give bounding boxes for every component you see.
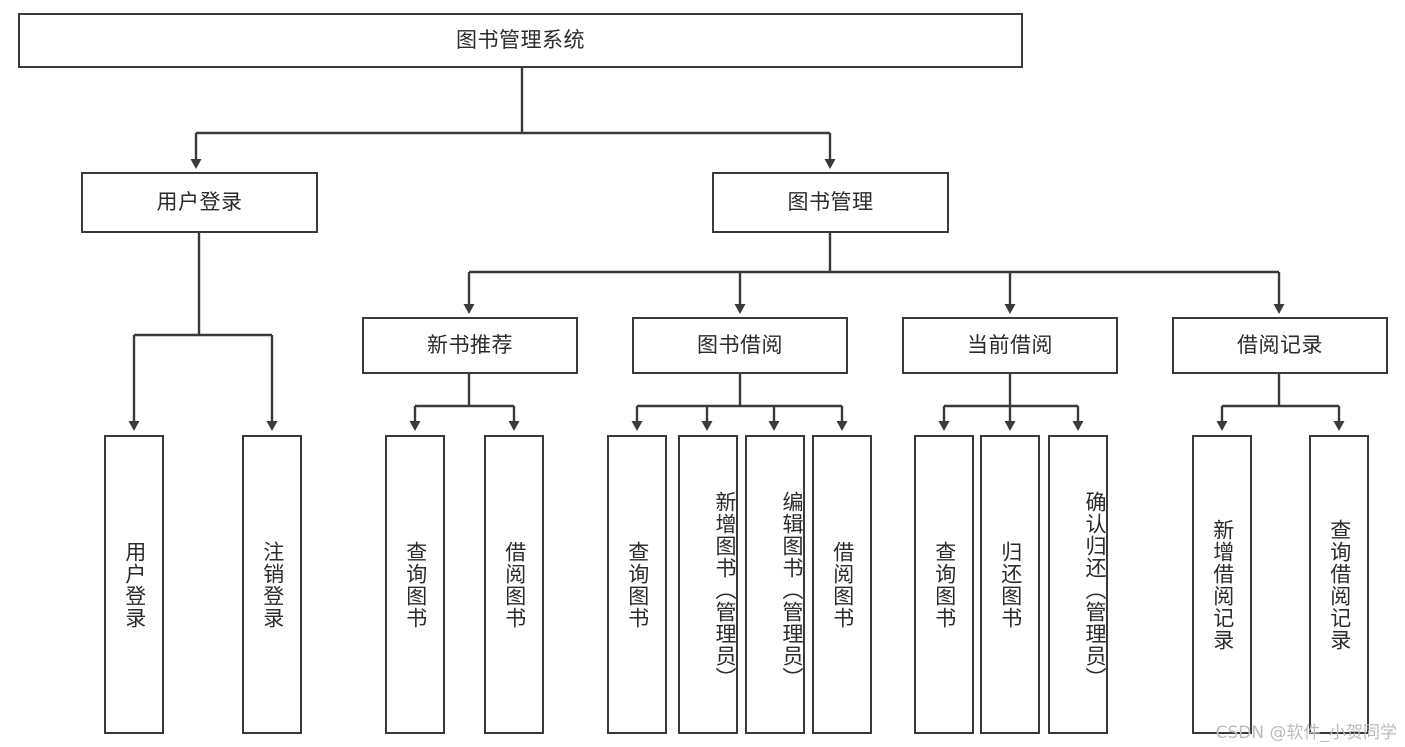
- leaf-records-add-record[interactable]: 新增借阅记录: [1192, 435, 1252, 734]
- node-borrow-records[interactable]: 借阅记录: [1172, 317, 1388, 374]
- leaf-new-book-query[interactable]: 查询图书: [385, 435, 445, 734]
- node-current-borrow[interactable]: 当前借阅: [902, 317, 1118, 374]
- leaf-records-query-record[interactable]: 查询借阅记录: [1309, 435, 1369, 734]
- leaf-borrow-edit-book-admin[interactable]: 编辑图书（管理员）: [745, 435, 805, 734]
- node-book-management[interactable]: 图书管理: [712, 172, 949, 233]
- node-root-system[interactable]: 图书管理系统: [18, 13, 1023, 68]
- leaf-borrow-query-book[interactable]: 查询图书: [607, 435, 667, 734]
- leaf-current-query-book[interactable]: 查询图书: [914, 435, 974, 734]
- node-new-book-recommend[interactable]: 新书推荐: [362, 317, 578, 374]
- leaf-current-return-book[interactable]: 归还图书: [980, 435, 1040, 734]
- leaf-new-book-borrow[interactable]: 借阅图书: [484, 435, 544, 734]
- leaf-borrow-add-book-admin[interactable]: 新增图书（管理员）: [678, 435, 738, 734]
- leaf-current-confirm-return-admin[interactable]: 确认归还（管理员）: [1048, 435, 1108, 734]
- csdn-watermark: CSDN @软件_小贺同学: [1215, 723, 1397, 743]
- leaf-borrow-borrow-book[interactable]: 借阅图书: [812, 435, 872, 734]
- leaf-user-login-signout[interactable]: 注销登录: [242, 435, 302, 734]
- node-book-borrow[interactable]: 图书借阅: [632, 317, 848, 374]
- node-user-login[interactable]: 用户登录: [81, 172, 318, 233]
- leaf-user-login-signin[interactable]: 用户登录: [104, 435, 164, 734]
